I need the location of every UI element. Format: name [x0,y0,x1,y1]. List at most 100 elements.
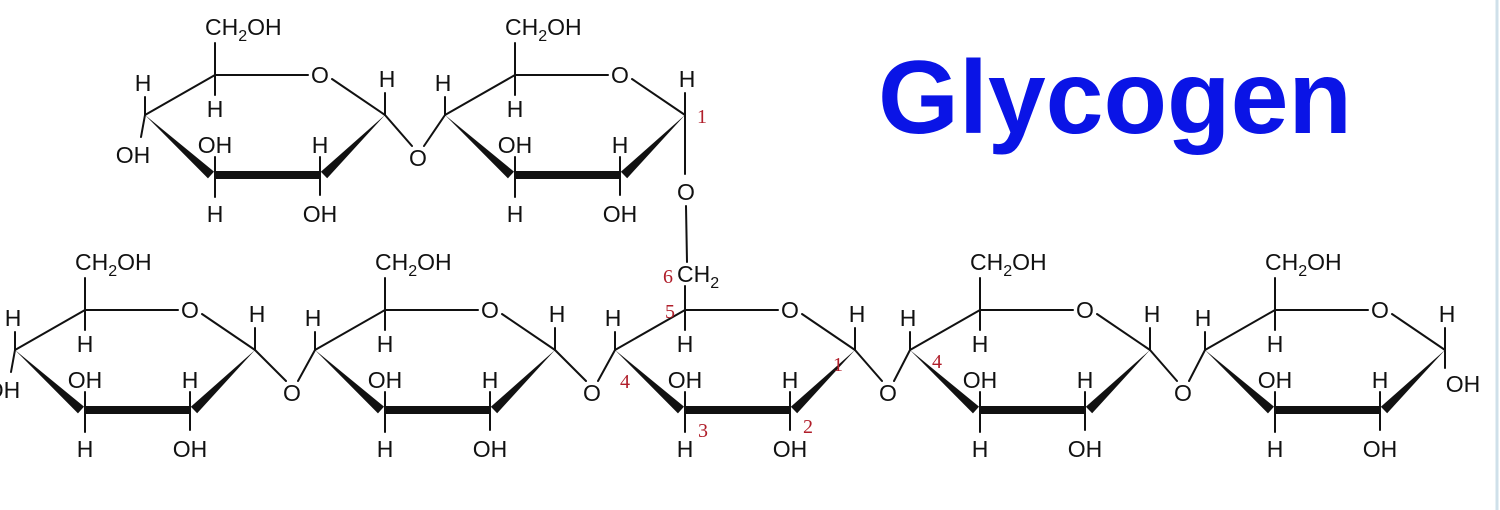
upper-link-bond-a [384,114,413,147]
chain-ring-3-c2-oh: OH [773,436,808,462]
chain-ring-5-c1-oh: OH [1446,371,1481,397]
upper-ring-2-c1-h: H [679,66,696,92]
position-number-3: 5 [665,301,675,323]
chain-ring-1-c4-h: H [5,305,22,331]
upper-linkage-o: O [409,145,427,171]
chain-link-3-bond-b [893,349,911,382]
chain-ring-1-c4-oh: OH [0,377,20,403]
chain-link-2-bond-b [597,349,616,382]
chain-ring-1-c3-h: H [77,436,94,462]
chain-ring-3-c3-oh: OH [668,367,703,393]
chain-ring-5-ring-o: O [1371,297,1389,323]
position-number-2: 6 [663,266,673,288]
chain-ring-2-ring-o: O [481,297,499,323]
upper-ring-1-c4-oh: OH [116,142,151,168]
chain-ring-4-bond-o-c1 [1096,313,1151,351]
chain-ring-2-wedge-c4-c3 [315,350,385,414]
chain-ring-1-c2-oh: OH [173,436,208,462]
upper-ring-2-ch2oh: CH2OH [505,14,582,45]
chain-ring-5-c5-h: H [1267,331,1284,357]
chain-ring-3-c2-h: H [782,367,799,393]
chain-ring-1-bond-c4-c5 [14,309,86,351]
chain-ring-1-bond-c4-oh [10,349,16,373]
chain-ring-3-bond-o-c1 [801,313,856,351]
upper-ring-1-c3-oh: OH [198,132,233,158]
bonds [10,42,1446,433]
chain-ring-2-bond-c4-c5 [314,309,386,351]
chain-ring-5-c3-h: H [1267,436,1284,462]
title: Glycogen [878,40,1352,156]
chain-ring-1-c5-h: H [77,331,94,357]
chain-ring-5-c1-h: H [1439,301,1456,327]
chain-ring-1-bond-o-c1 [201,313,256,351]
upper-ring-2-wedge-c4-c3 [445,115,515,179]
upper-ring-1-c2-oh: OH [303,201,338,227]
chain-link-2-bond-a [554,349,587,382]
position-number-7: 2 [803,416,813,438]
chain-ring-5-wedge-c4-c3 [1205,350,1275,414]
chain-ring-2-bond-o-c1 [501,313,556,351]
chain-ring-3-c3-h: H [677,436,694,462]
position-number-5: 1 [833,354,843,376]
chain-linkage-o-4: O [1174,380,1192,406]
chain-ring-1-c3-oh: OH [68,367,103,393]
upper-ring-1-bond-c4-c5 [144,74,216,116]
chain-ring-1-ch2oh: CH2OH [75,249,152,280]
chain-ring-4-wedge-c1-c2 [1085,350,1150,414]
position-number-8: 4 [932,351,942,373]
chain-ring-4-wedge-c4-c3 [910,350,980,414]
chain-ring-3-wedge-c1-c2 [790,350,855,414]
chain-ring-4-c2-h: H [1077,367,1094,393]
chain-linkage-o-1: O [283,380,301,406]
upper-ring-1-c4-h: H [135,70,152,96]
chain-link-4-bond-a [1149,349,1178,382]
chain-ring-1-ring-o: O [181,297,199,323]
upper-ring-1-ch2oh: CH2OH [205,14,282,45]
chain-ring-4-c5-h: H [972,331,989,357]
upper-ring-2-c3-oh: OH [498,132,533,158]
upper-ring-1-c3-h: H [207,201,224,227]
chain-linkage-o-3: O [879,380,897,406]
chain-ring-2-c5-h: H [377,331,394,357]
chain-ring-4-ring-o: O [1076,297,1094,323]
chain-link-3-bond-a [854,349,883,382]
chain-ring-2-ch2oh: CH2OH [375,249,452,280]
chain-ring-5-c2-oh: OH [1363,436,1398,462]
chain-ring-2-c2-oh: OH [473,436,508,462]
chain-ring-3-ring-o: O [781,297,799,323]
upper-ring-2-bond-o-c1 [631,78,686,116]
chain-ring-3-c5-h: H [677,331,694,357]
chain-ring-5-c4-h: H [1195,305,1212,331]
chain-ring-2-wedge-c1-c2 [490,350,555,414]
upper-ring-1-bond-c4-oh [140,114,146,138]
chain-ring-3-wedge-c4-c3 [615,350,685,414]
chain-ring-1-wedge-c4-c3 [15,350,85,414]
chain-ring-5-bond-c4-c5 [1204,309,1276,351]
upper-ring-1-ring-o: O [311,62,329,88]
branch-bond-o-c6 [685,205,688,263]
position-number-1: 1 [697,106,707,128]
chain-ring-2-c4-h: H [305,305,322,331]
chain-ring-3-bond-c4-c5 [614,309,686,351]
chain-ring-4-c4-h: H [900,305,917,331]
upper-ring-1-c5-h: H [207,96,224,122]
upper-ring-1-wedge-c1-c2 [320,115,385,179]
chain-ring-2-c3-oh: OH [368,367,403,393]
chain-ring-5-bond-o-c1 [1391,313,1446,351]
upper-ring-1-c2-h: H [312,132,329,158]
chain-ring-3-c1-h: H [849,301,866,327]
chain-ring-4-c3-oh: OH [963,367,998,393]
upper-ring-1-c1-h: H [379,66,396,92]
chain-ring-3-c4-h: H [605,305,622,331]
chain-ring-5-ch2oh: CH2OH [1265,249,1342,280]
chain-ring-4-c2-oh: OH [1068,436,1103,462]
chain-linkage-o-2: O [583,380,601,406]
chain-ring-1-c1-h: H [249,301,266,327]
branch-ch2: CH2 [677,261,719,292]
upper-link-bond-b [423,114,446,147]
upper-ring-2-c2-oh: OH [603,201,638,227]
branch-linkage-o: O [677,179,695,205]
position-number-6: 3 [698,420,708,442]
position-number-4: 4 [620,371,630,393]
